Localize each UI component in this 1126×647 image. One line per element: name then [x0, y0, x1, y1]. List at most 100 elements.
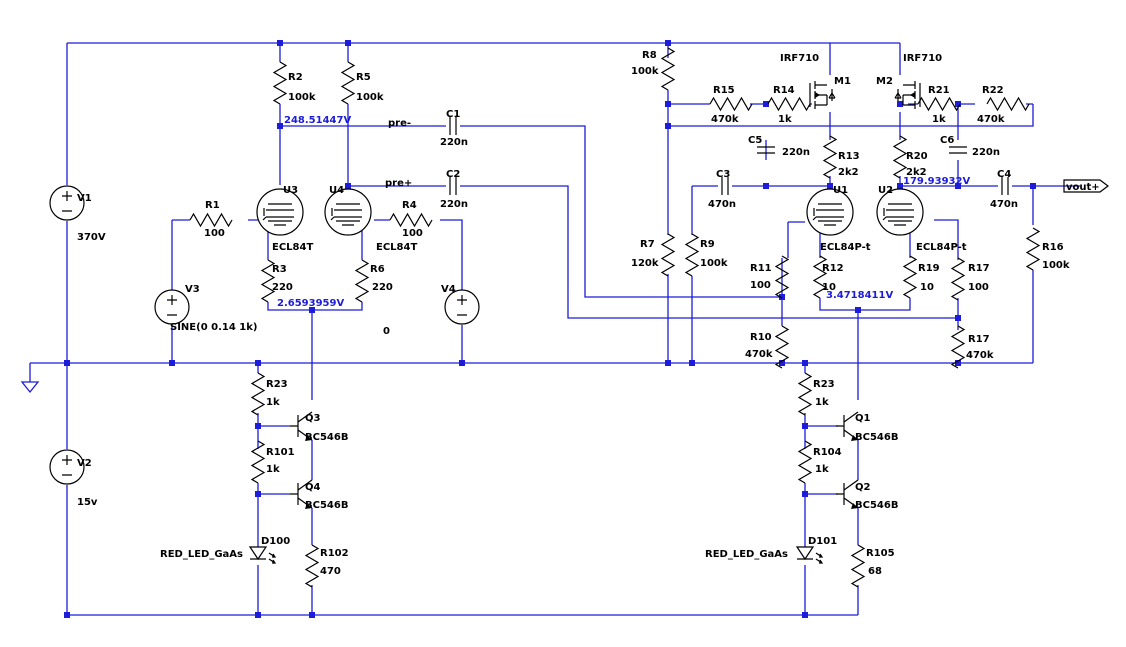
c4-ref: C4 — [997, 169, 1011, 180]
v1-ref: V1 — [77, 193, 92, 204]
r104-value: 1k — [815, 464, 829, 475]
q4-ref: Q4 — [305, 482, 321, 493]
voltage-output-cathode: 3.4718411V — [826, 290, 893, 301]
u3-model: ECL84T — [272, 242, 313, 253]
r4-value: 100 — [402, 228, 423, 239]
u1-model: ECL84P-t — [820, 242, 871, 253]
mosfet-m1 — [809, 80, 836, 110]
v4-ref: V4 — [441, 284, 456, 295]
r2-ref: R2 — [288, 72, 303, 83]
r23-ref: R23 — [813, 379, 835, 390]
u4-ref: U4 — [329, 185, 344, 196]
q2-model: BC546B — [855, 500, 898, 511]
d100-ref: D100 — [261, 536, 290, 547]
m2-ref: M2 — [876, 76, 893, 87]
v3-ref: V3 — [185, 284, 200, 295]
r14-ref: R14 — [773, 85, 795, 96]
r22-ref: R22 — [982, 85, 1004, 96]
r21-value: 1k — [932, 114, 946, 125]
v2-ref: V2 — [77, 458, 92, 469]
u3-ref: U3 — [283, 185, 298, 196]
r19-ref: R19 — [918, 263, 940, 274]
r3-ref: R3 — [272, 264, 287, 275]
r102-ref: R102 — [320, 548, 349, 559]
c1-ref: C1 — [446, 109, 460, 120]
voltage-preamp-cathode: 2.6593959V — [277, 298, 344, 309]
u2-ref: U2 — [878, 185, 893, 196]
d101-model: RED_LED_GaAs — [705, 549, 788, 560]
led-d100 — [249, 546, 276, 564]
m1-ref: M1 — [834, 76, 851, 87]
r4-ref: R4 — [402, 200, 417, 211]
r18-ref: R17 — [968, 263, 990, 274]
r105-ref: R105 — [866, 548, 895, 559]
r10-ref: R10 — [750, 332, 772, 343]
r104-ref: R104 — [813, 447, 842, 458]
q3-model: BC546B — [305, 432, 348, 443]
r100-value: 1k — [266, 397, 280, 408]
r13-value: 2k2 — [838, 167, 859, 178]
v2-value: 15v — [77, 497, 98, 508]
led-d101 — [796, 546, 823, 564]
r17-value: 470k — [966, 350, 994, 361]
q4-model: BC546B — [305, 500, 348, 511]
c2-value: 220n — [440, 199, 468, 210]
q1-ref: Q1 — [855, 413, 871, 424]
r20-ref: R20 — [906, 151, 928, 162]
r6-value: 220 — [372, 282, 393, 293]
c4-value: 470n — [990, 199, 1018, 210]
r8-value: 100k — [631, 66, 659, 77]
r5-ref: R5 — [356, 72, 371, 83]
r13-ref: R13 — [838, 151, 860, 162]
r8-ref: R8 — [642, 50, 657, 61]
v4-value: 0 — [383, 326, 390, 337]
voltage-preamp-anode: 248.51447V — [284, 115, 351, 126]
r102-value: 470 — [320, 566, 341, 577]
r20-value: 2k2 — [906, 167, 927, 178]
r1-value: 100 — [204, 228, 225, 239]
q2-ref: Q2 — [855, 482, 871, 493]
r12-value: 10 — [822, 282, 836, 293]
net-vout: vout+ — [1066, 182, 1100, 193]
c5-value: 220n — [782, 147, 810, 158]
net-pre-minus: pre- — [388, 118, 411, 129]
r16-value: 100k — [1042, 260, 1070, 271]
r101-ref: R101 — [266, 447, 295, 458]
r23-value: 1k — [815, 397, 829, 408]
q1-model: BC546B — [855, 432, 898, 443]
r22-value: 470k — [977, 114, 1005, 125]
c6-ref: C6 — [940, 135, 954, 146]
r15-ref: R15 — [713, 85, 735, 96]
r9-ref: R9 — [700, 239, 715, 250]
d100-model: RED_LED_GaAs — [160, 549, 243, 560]
r3-value: 220 — [272, 282, 293, 293]
r9-value: 100k — [700, 258, 728, 269]
r14-value: 1k — [778, 114, 792, 125]
u4-model: ECL84T — [376, 242, 417, 253]
c2-ref: C2 — [446, 169, 460, 180]
u2-model: ECL84P-t — [916, 242, 967, 253]
r7-ref: R7 — [640, 239, 655, 250]
m2-model: IRF710 — [903, 53, 942, 64]
d101-ref: D101 — [808, 536, 837, 547]
r16-ref: R16 — [1042, 242, 1064, 253]
c5-ref: C5 — [748, 135, 762, 146]
r6-ref: R6 — [370, 264, 385, 275]
r10-value: 470k — [745, 349, 773, 360]
r19-value: 10 — [920, 282, 934, 293]
m1-model: IRF710 — [780, 53, 819, 64]
u1-ref: U1 — [833, 185, 848, 196]
c3-value: 470n — [708, 199, 736, 210]
voltage-output-anode: 179.93932V — [903, 176, 970, 187]
net-pre-plus: pre+ — [385, 178, 412, 189]
v3-value: SINE(0 0.14 1k) — [170, 322, 257, 333]
vout-port — [1063, 179, 1109, 193]
r17-ref: R17 — [968, 334, 990, 345]
source-v4 — [444, 289, 480, 325]
r15-value: 470k — [711, 114, 739, 125]
r1-ref: R1 — [205, 200, 220, 211]
r12-ref: R12 — [822, 263, 844, 274]
c6-value: 220n — [972, 147, 1000, 158]
r7-value: 120k — [631, 258, 659, 269]
